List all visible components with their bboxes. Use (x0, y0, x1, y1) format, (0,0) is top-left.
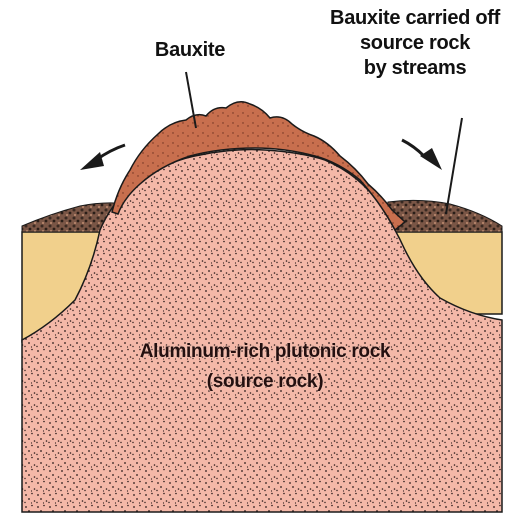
left-arrow-icon (80, 145, 125, 170)
carried-off-leader-line (446, 118, 462, 214)
source-rock-label-line-2: (source rock) (120, 372, 410, 392)
carried-off-line-3: by streams (318, 58, 512, 79)
carried-off-line-2: source rock (318, 33, 512, 54)
right-arrow-icon (402, 140, 442, 170)
carried-off-line-1: Bauxite carried off (318, 8, 512, 29)
bauxite-carried-off-label: Bauxite carried off source rock by strea… (318, 8, 512, 79)
source-rock-label-line-1: Aluminum-rich plutonic rock (120, 342, 410, 362)
bauxite-label: Bauxite (150, 40, 230, 61)
stream-deposit-right (385, 200, 502, 232)
